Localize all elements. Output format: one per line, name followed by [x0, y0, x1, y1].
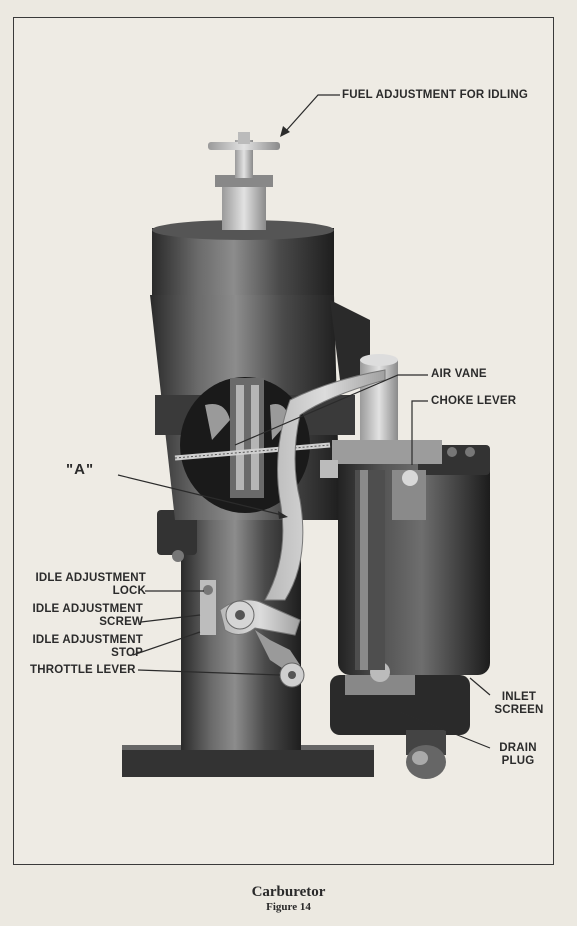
fuel-adjustment-needle [208, 132, 280, 230]
label-inlet-screen: INLET SCREEN [488, 691, 550, 717]
leader-throttle-lever [137, 669, 281, 676]
leader-air-vane [234, 374, 428, 446]
label-drain-plug-line1: DRAIN [499, 742, 537, 754]
leader-drain-plug [399, 711, 491, 749]
leader-choke-lever [411, 400, 428, 465]
leader-lines [117, 94, 491, 749]
label-fuel-adjustment: FUEL ADJUSTMENT FOR IDLING [342, 89, 529, 101]
label-idle-lock: IDLE ADJUSTMENT LOCK [28, 572, 146, 598]
label-inlet-screen-line2: SCREEN [494, 704, 544, 716]
label-idle-screw-line2: SCREW [99, 616, 143, 628]
label-idle-stop-line2: STOP [111, 647, 143, 659]
arrowhead-point-a [278, 511, 288, 519]
label-idle-stop-line1: IDLE ADJUSTMENT [32, 634, 143, 646]
leader-idle-stop [132, 631, 201, 656]
drain-plug [406, 730, 446, 779]
choke-assembly [332, 354, 442, 670]
label-choke-lever: CHOKE LEVER [431, 395, 517, 407]
throttle-linkage [200, 369, 386, 688]
leader-inlet-screen [469, 677, 491, 696]
leader-point-a [117, 474, 283, 516]
label-point-a: "A" [66, 461, 95, 478]
figure-caption-number: Figure 14 [266, 901, 311, 913]
arrowheads [278, 126, 290, 519]
label-idle-screw-line1: IDLE ADJUSTMENT [32, 603, 143, 615]
arrowhead-fuel [280, 126, 290, 137]
leader-fuel-adjustment [284, 94, 340, 133]
leader-idle-screw [140, 614, 201, 623]
label-drain-plug: DRAIN PLUG [490, 742, 546, 768]
figure-caption-title: Carburetor [251, 884, 326, 900]
label-idle-stop: IDLE ADJUSTMENT STOP [25, 634, 143, 660]
label-drain-plug-line2: PLUG [501, 755, 535, 767]
label-inlet-screen-line1: INLET [501, 691, 537, 703]
label-idle-screw: IDLE ADJUSTMENT SCREW [25, 603, 143, 629]
label-idle-lock-line1: IDLE ADJUSTMENT [35, 572, 146, 584]
label-air-vane: AIR VANE [431, 368, 487, 380]
label-throttle-lever: THROTTLE LEVER [30, 664, 136, 676]
label-idle-lock-line2: LOCK [112, 585, 146, 597]
